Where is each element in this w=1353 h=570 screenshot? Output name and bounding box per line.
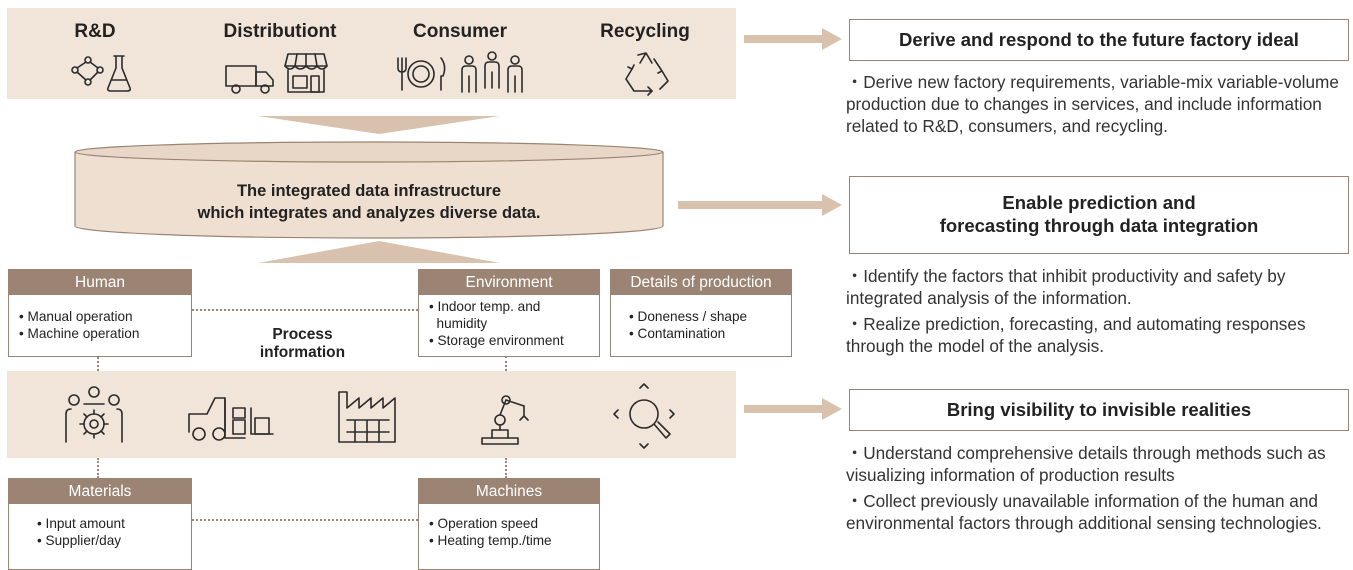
goal-text-2: ・Identify the factors that inhibit produ… xyxy=(846,265,1346,361)
label-consumer: Consumer xyxy=(413,21,507,42)
human-box: Human • Manual operation • Machine opera… xyxy=(8,269,192,357)
machines-box: Machines • Operation speed • Heating tem… xyxy=(418,478,600,570)
factory-icon xyxy=(333,386,405,446)
environment-box: Environment • Indoor temp. and humidity … xyxy=(418,269,600,357)
environment-item-1: • Indoor temp. and xyxy=(429,299,541,314)
goal-box-3: Bring visibility to invisible realities xyxy=(849,389,1349,431)
down-arrow-triangle xyxy=(258,116,500,134)
human-item-1: • Manual operation xyxy=(19,309,133,324)
details-title: Details of production xyxy=(611,270,791,295)
forklift-icon xyxy=(185,394,277,444)
connector-human-env xyxy=(192,309,418,311)
goal-text-1-item-1: ・Derive new factory requirements, variab… xyxy=(846,72,1339,136)
materials-title: Materials xyxy=(9,479,191,504)
machines-title: Machines xyxy=(419,479,599,504)
materials-box: Materials • Input amount • Supplier/day xyxy=(8,478,192,570)
materials-item-1: • Input amount xyxy=(37,516,125,531)
goal-text-1: ・Derive new factory requirements, variab… xyxy=(846,71,1346,141)
connector-human-down xyxy=(97,357,99,371)
materials-item-2: • Supplier/day xyxy=(37,533,122,548)
robot-arm-icon xyxy=(476,390,536,446)
environment-item-2: humidity xyxy=(429,316,488,331)
human-title: Human xyxy=(9,270,191,295)
goal-box-1: Derive and respond to the future factory… xyxy=(849,19,1349,61)
human-item-2: • Machine operation xyxy=(19,326,140,341)
recycle-icon xyxy=(618,49,674,97)
goal-text-3-item-1: ・Understand comprehensive details throug… xyxy=(846,443,1326,485)
arrow-right-2 xyxy=(678,194,844,221)
arrow-right-3 xyxy=(744,398,844,425)
store-icon xyxy=(283,50,329,96)
goal-box-2: Enable prediction and forecasting throug… xyxy=(849,176,1349,254)
machines-item-2: • Heating temp./time xyxy=(429,533,552,548)
up-arrow-triangle xyxy=(258,241,500,263)
goal-box-2-line2: forecasting through data integration xyxy=(939,215,1259,236)
process-label-line1: Process xyxy=(272,326,333,343)
arrow-right-1 xyxy=(744,28,844,55)
label-distribution: Distributiont xyxy=(223,21,337,42)
truck-icon xyxy=(223,60,277,96)
connector-materials-machines xyxy=(192,519,418,521)
goal-text-2-item-2: ・Realize prediction, forecasting, and au… xyxy=(846,314,1306,356)
environment-item-3: • Storage environment xyxy=(429,333,564,348)
connector-machines-up xyxy=(505,458,507,478)
cylinder-line2: which integrates and analyzes diverse da… xyxy=(197,204,541,222)
environment-title: Environment xyxy=(419,270,599,295)
process-label-line2: information xyxy=(259,344,346,361)
connector-env-down xyxy=(505,356,507,371)
details-box: Details of production • Doneness / shape… xyxy=(610,269,792,357)
data-infrastructure-cylinder xyxy=(73,140,665,240)
goal-text-2-item-1: ・Identify the factors that inhibit produ… xyxy=(846,266,1286,308)
flask-icon xyxy=(104,52,134,94)
magnifier-icon xyxy=(610,380,686,454)
cylinder-line1: The integrated data infrastructure xyxy=(236,182,502,200)
worker-gear-icon xyxy=(62,384,126,446)
molecule-icon xyxy=(68,52,108,92)
process-label: Process information xyxy=(240,326,365,362)
cylinder-text: The integrated data infrastructure which… xyxy=(73,180,665,224)
details-item-1: • Doneness / shape xyxy=(629,309,748,324)
people-group-icon xyxy=(455,50,529,96)
goal-text-3-item-2: ・Collect previously unavailable informat… xyxy=(846,491,1322,533)
label-recycling: Recycling xyxy=(600,21,690,42)
machines-item-1: • Operation speed xyxy=(429,516,539,531)
details-item-2: • Contamination xyxy=(629,326,726,341)
goal-box-2-line1: Enable prediction and xyxy=(1002,192,1196,213)
label-rnd: R&D xyxy=(74,21,116,42)
connector-materials-up xyxy=(97,458,99,478)
fork-plate-knife-icon xyxy=(393,54,449,94)
goal-text-3: ・Understand comprehensive details throug… xyxy=(846,442,1346,538)
